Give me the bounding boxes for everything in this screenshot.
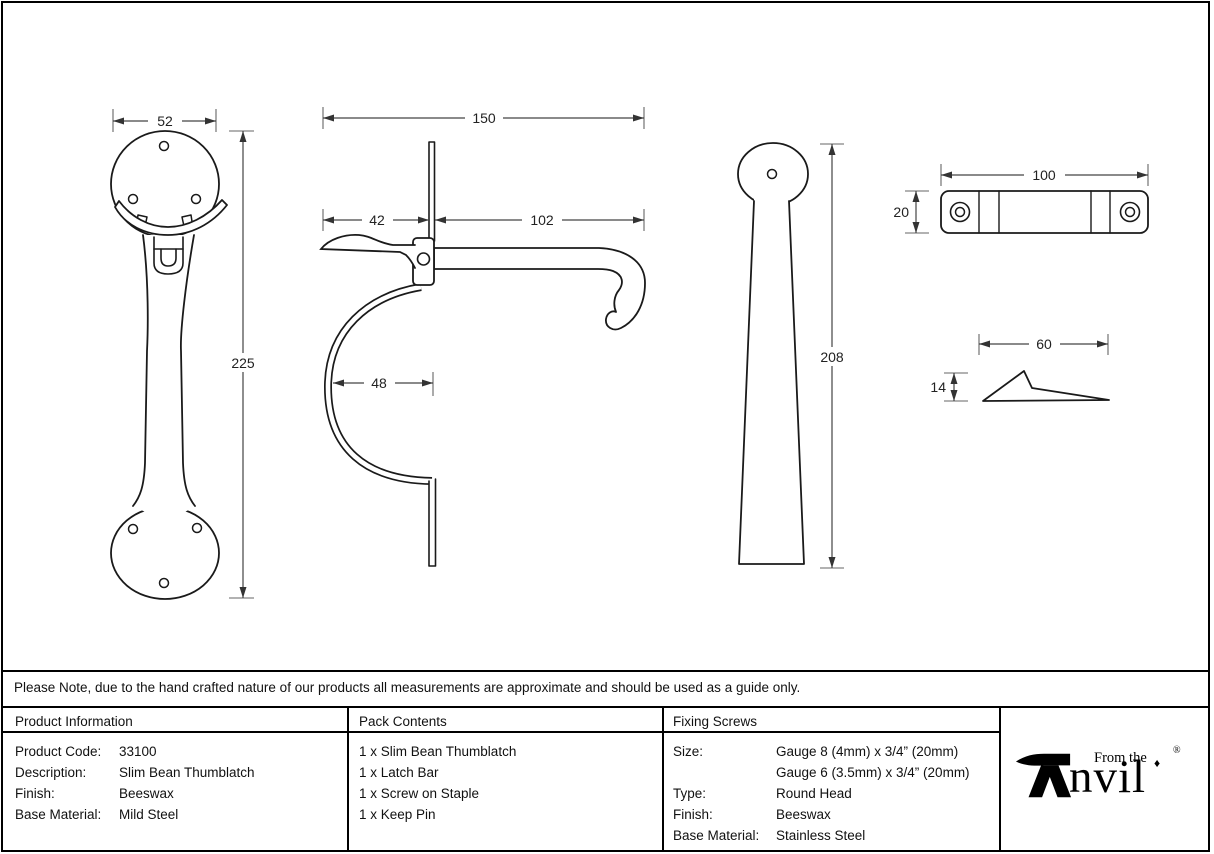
row-value: Beeswax (119, 786, 174, 801)
row-value: Stainless Steel (776, 828, 866, 843)
dim-latchbar-length: 208 (820, 349, 844, 365)
dim-side-bar: 102 (530, 212, 554, 228)
pivot-hole (766, 168, 778, 180)
thumb-press (321, 234, 415, 268)
table-row: Type: Round Head (673, 783, 970, 804)
technical-drawings: 52 225 (110, 107, 1149, 600)
staple-body (940, 190, 1149, 234)
table-row: Base Material: Mild Steel (15, 804, 255, 825)
row-value: Round Head (776, 786, 852, 801)
row-label: Description: (15, 765, 87, 780)
dim-side-thumb: 42 (369, 212, 385, 228)
keep-pin-drawing: 60 14 (930, 334, 1110, 402)
latch-bar-body (738, 200, 805, 565)
product-information-rows: Product Code: 33100 Description: Slim Bean… (15, 741, 255, 825)
divider (999, 708, 1001, 850)
front-view-drawing: 52 225 (110, 109, 258, 600)
screw-hole (127, 523, 139, 535)
thumb-bar (114, 199, 228, 236)
screw-hole (158, 140, 170, 152)
divider (347, 708, 349, 850)
note-text: Please Note, due to the hand crafted nat… (14, 680, 801, 695)
table-row: Size: Gauge 8 (4mm) x 3/4” (20mm) (673, 741, 970, 762)
pivot-hole (416, 252, 431, 266)
logo-brand-text: nvil (1069, 751, 1147, 803)
registered-mark: ® (1173, 745, 1181, 756)
dim-staple-height: 20 (893, 204, 909, 220)
row-label: Product Code: (15, 744, 102, 759)
dim-front-height: 225 (231, 355, 255, 371)
handle-shaft (133, 235, 195, 516)
table-row: Product Code: 33100 (15, 741, 255, 762)
dim-side-bow: 48 (371, 375, 387, 391)
row-label: Finish: (673, 807, 713, 822)
list-item: 1 x Keep Pin (359, 807, 436, 822)
divider (3, 670, 1208, 672)
staple-drawing: 100 20 (893, 164, 1149, 234)
dim-keeppin-length: 60 (1036, 336, 1052, 352)
table-row: Gauge 6 (3.5mm) x 3/4” (20mm) (673, 762, 970, 783)
table-header-underline (3, 731, 1001, 733)
row-label: Type: (673, 786, 707, 801)
diamond-icon: ♦ (1154, 756, 1161, 770)
row-value: Gauge 6 (3.5mm) x 3/4” (20mm) (776, 765, 970, 780)
table-row: Base Material: Stainless Steel (673, 825, 970, 846)
divider (662, 708, 664, 850)
header-pack-contents: Pack Contents (359, 714, 447, 729)
row-value: Mild Steel (119, 807, 179, 822)
anvil-icon (1015, 753, 1072, 798)
table-row: Finish: Beeswax (673, 804, 970, 825)
list-item: 1 x Latch Bar (359, 765, 439, 780)
fixing-screws-rows: Size: Gauge 8 (4mm) x 3/4” (20mm) Gauge 6… (673, 741, 970, 846)
row-value: Slim Bean Thumblatch (119, 765, 255, 780)
logo-prefix-text: From the (1094, 750, 1147, 766)
screw-hole (158, 577, 170, 589)
dim-front-width: 52 (157, 113, 173, 129)
list-item: 1 x Slim Bean Thumblatch (359, 744, 517, 759)
header-product-information: Product Information (15, 714, 133, 729)
dim-keeppin-height: 14 (930, 379, 946, 395)
keep-pin-body (982, 370, 1110, 402)
dim-side-length: 150 (472, 110, 496, 126)
screw-hole (127, 193, 139, 205)
side-view-drawing: 150 42 102 48 (319, 107, 646, 567)
row-label: Base Material: (673, 828, 760, 843)
row-label: Size: (673, 744, 704, 759)
table-row: Description: Slim Bean Thumblatch (15, 762, 255, 783)
latch-bar-side (433, 247, 646, 331)
screw-hole (191, 522, 203, 534)
row-value: 33100 (119, 744, 157, 759)
row-label: Base Material: (15, 807, 102, 822)
latch-bar-drawing: 208 (737, 142, 848, 569)
header-fixing-screws: Fixing Screws (673, 714, 758, 729)
row-value: Beeswax (776, 807, 831, 822)
table-row: Finish: Beeswax (15, 783, 255, 804)
pack-contents-rows: 1 x Slim Bean Thumblatch 1 x Latch Bar 1… (359, 741, 516, 825)
row-value: Gauge 8 (4mm) x 3/4” (20mm) (776, 744, 959, 759)
list-item: 1 x Screw on Staple (359, 786, 480, 801)
note-row: Please Note, due to the hand crafted nat… (3, 672, 1208, 706)
row-label: Finish: (15, 786, 55, 801)
dim-staple-length: 100 (1032, 167, 1056, 183)
divider (3, 706, 1208, 708)
brand-logo: nvil From the ♦ ® (1001, 710, 1209, 851)
screw-hole (190, 193, 202, 205)
